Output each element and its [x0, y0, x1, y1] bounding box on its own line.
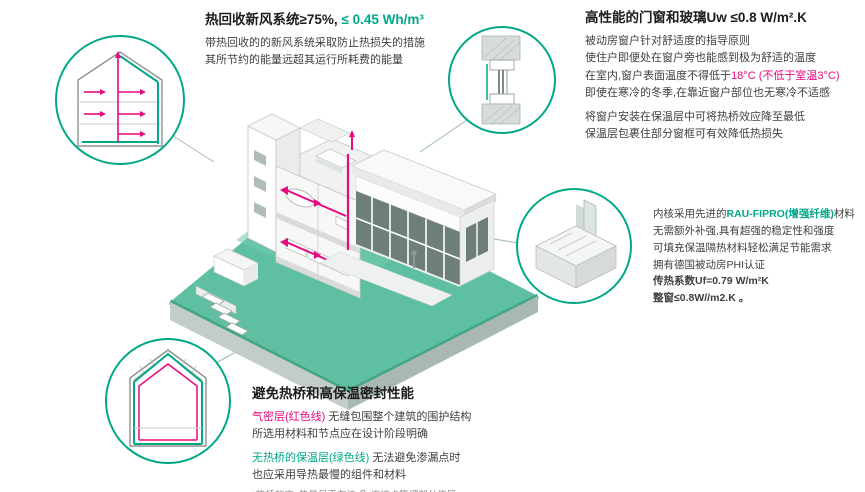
- thermal-footnote: *热桥效应: 热量易于在边,角,连接点等细部分传导: [252, 490, 597, 492]
- person-figure: [411, 250, 417, 268]
- thermal-line-4: 也应采用导热最慢的组件和材料: [252, 469, 406, 482]
- profile-line-1-pre: 内核采用先进的: [653, 208, 727, 220]
- profile-line-2: 无需额外补强,具有超强的稳定性和强度: [653, 224, 835, 237]
- windows-line-2: 使住户即便处在窗户旁也能感到极为舒适的温度: [585, 52, 816, 65]
- thermal-airtight-label: 气密层(红色线): [252, 410, 326, 423]
- passive-house-3d: [213, 113, 497, 307]
- thermal-insulation-label: 无热桥的保温层(绿色线): [252, 451, 370, 464]
- windows-line-4: 即使在寒冷的冬季,在靠近窗户部位也无寒冷不适感: [585, 87, 831, 100]
- garden-annex: [213, 248, 259, 287]
- profile-line-3: 可填充保温隔热材料轻松满足节能需求: [653, 241, 832, 254]
- thermal-airtight-rest: 无缝包围整个建筑的围护结构: [325, 410, 472, 423]
- mini-window-section: [481, 35, 521, 125]
- profile-line-1: 内核采用先进的RAU-FIPRO(增强纤维)材料: [653, 208, 865, 222]
- note-thermal: 避免热桥和高保温密封性能 气密层(红色线) 无缝包围整个建筑的围护结构 所选用材…: [252, 386, 597, 492]
- profile-uw-value: 整窗≤0.8W//m2.K 。: [653, 292, 750, 305]
- windows-line-5: 将窗户安装在保温层中可将热桥效应降至最低: [585, 110, 805, 123]
- note-windows: 高性能的门窗和玻璃Uw ≤0.8 W/m².K 被动房窗户针对舒适度的指导原则 …: [585, 10, 863, 145]
- profile-uf-value: 传热系数Uf=0.79 W/m²K: [653, 275, 769, 288]
- thermal-airtight-line: 气密层(红色线) 无缝包围整个建筑的围护结构: [252, 410, 597, 425]
- terrace: [319, 251, 453, 307]
- profile-line-1-material: RAU-FIPRO(增强纤维): [726, 208, 834, 220]
- mini-ventilation-section: [77, 51, 163, 147]
- insulation-line-green: [133, 352, 203, 444]
- windows-title: 高性能的门窗和玻璃Uw ≤0.8 W/m².K: [585, 10, 807, 25]
- ventilation-body-2: 其所节约的能量远超其运行所耗费的能量: [205, 54, 403, 67]
- callout-circle-window-section: [448, 26, 556, 134]
- thermal-line-2: 所选用材料和节点应在设计阶段明确: [252, 428, 428, 441]
- thermal-title: 避免热桥和高保温密封性能: [252, 386, 414, 401]
- windows-line-1: 被动房窗户针对舒适度的指导原则: [585, 34, 750, 47]
- windows-line-3-text: 在室内,窗户表面温度不得低于: [585, 69, 732, 82]
- thermal-insulation-line: 无热桥的保温层(绿色线) 无法避免渗漏点时: [252, 451, 597, 466]
- mini-window-profile: [534, 199, 618, 289]
- glass-wing: [319, 149, 497, 307]
- ventilation-title-value: ≤ 0.45 Wh/m³: [337, 12, 424, 27]
- note-ventilation: 热回收新风系统≥75%, ≤ 0.45 Wh/m³ 带热回收的的新风系统采取防止…: [205, 12, 545, 71]
- profile-line-4: 拥有德国被动房PHI认证: [653, 258, 766, 271]
- ventilation-title-text: 热回收新风系统≥75%,: [205, 12, 338, 27]
- airtight-line-red: [138, 363, 198, 440]
- windows-line-6: 保温层包裹住部分窗框可有效降低热损失: [585, 128, 783, 141]
- ventilation-body-1: 带热回收的的新风系统采取防止热损失的措施: [205, 36, 425, 49]
- profile-line-1-post: 材料: [833, 208, 855, 220]
- thermal-insulation-rest: 无法避免渗漏点时: [369, 451, 461, 464]
- mini-thermal-section: [129, 349, 207, 447]
- windows-line-3-red: 18°C (不低于室温3°C): [731, 69, 840, 82]
- windows-line-3: 在室内,窗户表面温度不得低于18°C (不低于室温3°C): [585, 69, 863, 84]
- note-profile: 内核采用先进的RAU-FIPRO(增强纤维)材料 无需额外补强,具有超强的稳定性…: [653, 208, 865, 309]
- garden-stairs: [201, 292, 249, 336]
- ventilation-title: 热回收新风系统≥75%, ≤ 0.45 Wh/m³: [205, 12, 545, 29]
